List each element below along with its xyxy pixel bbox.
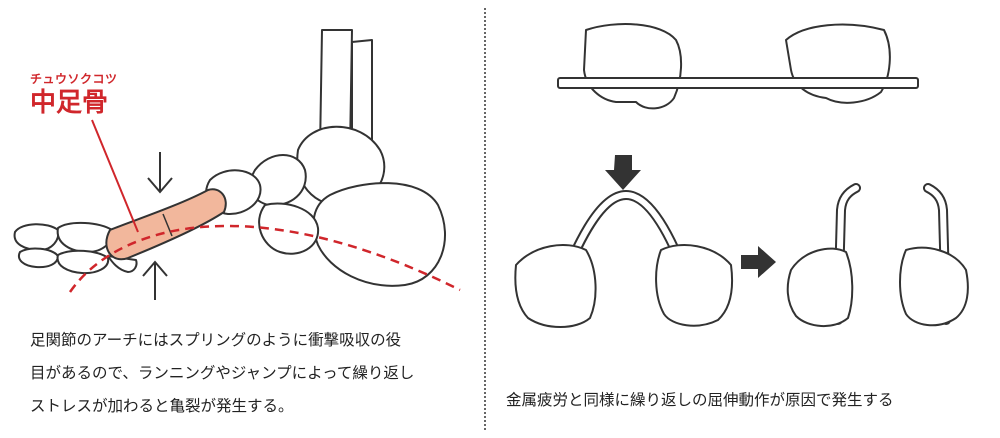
label-leader-line <box>91 119 139 233</box>
panel-divider <box>484 8 486 430</box>
down-arrow-icon <box>605 155 641 190</box>
caption-line: 足関節のアーチにはスプリングのように衝撃吸収の役 <box>30 331 402 349</box>
foot-panel: チュウソクコツ 中足骨 足関節のアーチにはスプリングのように衝撃吸収の役 目があ… <box>0 0 484 438</box>
down-arrow-icon <box>147 152 173 194</box>
right-arrow-icon <box>741 246 776 278</box>
straight-metal-bar <box>557 77 919 89</box>
arch-dashed-curve <box>68 224 461 293</box>
metatarsal-highlight <box>105 188 227 261</box>
foot-skeleton-illustration <box>13 29 461 300</box>
metatarsal-label: 中足骨 <box>30 88 109 118</box>
metatarsal-reading: チュウソクコツ <box>30 72 118 86</box>
metal-fatigue-caption: 金属疲労と同様に繰り返しの屈伸動作が原因で発生する <box>506 391 894 409</box>
caption-line: 目があるので、ランニングやジャンプによって繰り返し <box>30 364 415 382</box>
foot-caption: 足関節のアーチにはスプリングのように衝撃吸収の役 目があるので、ランニングやジャ… <box>30 324 480 423</box>
metal-bending-illustration <box>514 23 969 328</box>
up-arrow-icon <box>142 260 168 300</box>
metal-fatigue-panel: 金属疲労と同様に繰り返しの屈伸動作が原因で発生する <box>486 0 1000 438</box>
caption-line: ストレスが加わると亀裂が発生する。 <box>30 397 294 415</box>
